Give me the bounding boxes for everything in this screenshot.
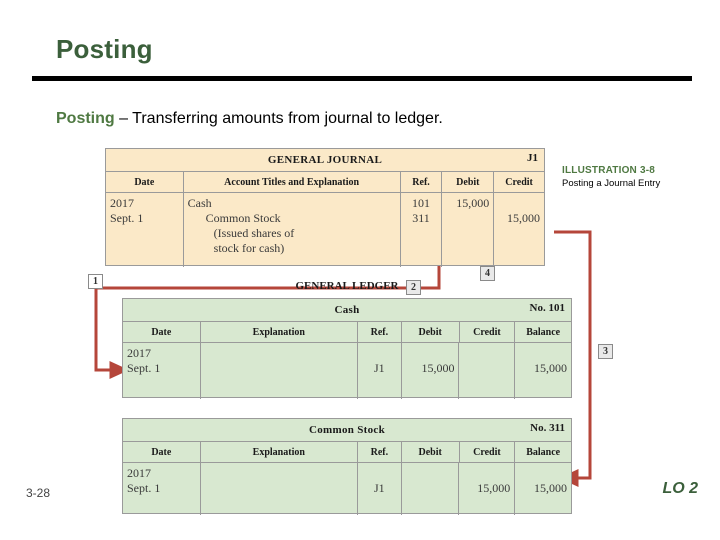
subtitle-highlight: Posting — [56, 110, 115, 127]
learning-objective-label: LO 2 — [662, 480, 698, 497]
journal-col-credit: Credit — [505, 176, 533, 188]
cash-col-balance: Balance — [526, 326, 561, 338]
cash-balance-value: 15,000 — [534, 361, 568, 375]
step-marker-2: 2 — [406, 280, 421, 295]
cash-header-row: Date Explanation Ref. Debit Credit Balan… — [123, 322, 571, 343]
cs-credit-value: 15,000 — [477, 481, 511, 495]
cs-credit-cell: 15,000 — [459, 463, 516, 515]
cs-ref-value: J1 — [373, 481, 385, 495]
cash-ref-cell: J1 — [358, 343, 402, 399]
journal-header-row: Date Account Titles and Explanation Ref.… — [106, 172, 544, 193]
illustration-caption: ILLUSTRATION 3-8 Posting a Journal Entry — [562, 165, 712, 189]
cash-date-cell: 2017 Sept. 1 — [123, 343, 201, 399]
journal-account-credit: Common Stock — [205, 211, 281, 225]
subtitle-rest: – Transferring amounts from journal to l… — [114, 110, 443, 127]
title-divider — [32, 76, 692, 81]
cs-col-ref: Ref. — [358, 442, 402, 462]
cash-col-explanation: Explanation — [201, 322, 358, 342]
general-journal-table: GENERAL JOURNAL J1 Date Account Titles a… — [105, 148, 545, 267]
cs-col-explanation: Explanation — [201, 442, 358, 462]
journal-account-expl-2: stock for cash) — [213, 241, 285, 255]
journal-date-cell: 2017 Sept. 1 — [106, 193, 184, 267]
page-title: Posting — [56, 34, 153, 64]
slide-number: 3-28 — [26, 486, 51, 500]
journal-col-debit: Debit — [442, 172, 495, 192]
cash-account-no: No. 101 — [529, 302, 565, 314]
journal-page-ref: J1 — [527, 152, 538, 164]
cs-col-date: Date — [123, 442, 201, 462]
journal-col-account: Account Titles and Explanation — [184, 172, 401, 192]
cash-debit-cell: 15,000 — [402, 343, 460, 399]
posting-figure: GENERAL JOURNAL J1 Date Account Titles a… — [84, 148, 644, 518]
cs-ref-cell: J1 — [358, 463, 402, 515]
journal-ref-cell: 101 311 — [401, 193, 443, 267]
cs-header-row: Date Explanation Ref. Debit Credit Balan… — [123, 442, 571, 463]
journal-col-date: Date — [106, 172, 184, 192]
journal-account-expl-1: (Issued shares of — [213, 226, 295, 240]
cash-explanation-cell — [201, 343, 358, 399]
journal-account-cell: Cash Common Stock (Issued shares of stoc… — [184, 193, 401, 267]
journal-date-day: Sept. 1 — [110, 211, 144, 225]
cs-col-balance: Balance — [526, 446, 561, 458]
cs-band-title: Common Stock — [308, 424, 386, 436]
cs-col-debit: Debit — [402, 442, 460, 462]
cs-debit-cell — [402, 463, 460, 515]
journal-debit-cell: 15,000 — [442, 193, 495, 267]
illustration-subtitle: Posting a Journal Entry — [562, 178, 661, 189]
cash-date-day: Sept. 1 — [127, 361, 161, 375]
cs-account-no: No. 311 — [530, 422, 565, 434]
journal-credit-amount: 15,000 — [506, 211, 540, 225]
ledger-common-stock-table: Common Stock No. 311 Date Explanation Re… — [122, 418, 572, 515]
cash-band-title: Cash — [334, 304, 360, 316]
cash-col-debit: Debit — [402, 322, 460, 342]
cash-ref-value: J1 — [373, 361, 385, 375]
journal-credit-blank — [498, 196, 540, 211]
cash-col-ref: Ref. — [358, 322, 402, 342]
cash-col-credit: Credit — [460, 322, 516, 342]
cs-explanation-cell — [201, 463, 358, 515]
cs-band: Common Stock No. 311 — [123, 419, 571, 442]
journal-body: 2017 Sept. 1 Cash Common Stock (Issued s… — [106, 193, 544, 267]
journal-date-year: 2017 — [110, 196, 134, 210]
cash-date-year: 2017 — [127, 346, 151, 360]
cs-balance-cell: 15,000 — [515, 463, 571, 515]
journal-ref-debit: 101 — [412, 196, 430, 210]
step-marker-3: 3 — [598, 344, 613, 359]
illustration-title: ILLUSTRATION 3-8 — [562, 165, 656, 176]
cash-credit-cell — [459, 343, 516, 399]
step-marker-1: 1 — [88, 274, 103, 289]
cash-balance-cell: 15,000 — [515, 343, 571, 399]
cs-date-day: Sept. 1 — [127, 481, 161, 495]
cash-col-date: Date — [123, 322, 201, 342]
journal-credit-cell: 15,000 — [494, 193, 544, 267]
journal-ref-credit: 311 — [412, 211, 430, 225]
subtitle: Posting – Transferring amounts from jour… — [56, 110, 443, 128]
cs-body: 2017 Sept. 1 J1 15,000 15,000 — [123, 463, 571, 515]
journal-account-debit: Cash — [187, 196, 212, 210]
journal-debit-amount: 15,000 — [456, 196, 490, 210]
journal-band-title: GENERAL JOURNAL — [267, 154, 383, 166]
cash-body: 2017 Sept. 1 J1 15,000 15,000 — [123, 343, 571, 399]
cs-date-year: 2017 — [127, 466, 151, 480]
general-ledger-label: GENERAL LEDGER — [295, 280, 399, 292]
cash-band: Cash No. 101 — [123, 299, 571, 322]
cs-balance-value: 15,000 — [534, 481, 568, 495]
cs-date-cell: 2017 Sept. 1 — [123, 463, 201, 515]
journal-col-ref: Ref. — [401, 172, 443, 192]
journal-band: GENERAL JOURNAL J1 — [106, 149, 544, 172]
ledger-cash-table: Cash No. 101 Date Explanation Ref. Debit… — [122, 298, 572, 399]
cs-col-credit: Credit — [460, 442, 516, 462]
cash-debit-value: 15,000 — [421, 361, 455, 375]
step-marker-4: 4 — [480, 266, 495, 281]
